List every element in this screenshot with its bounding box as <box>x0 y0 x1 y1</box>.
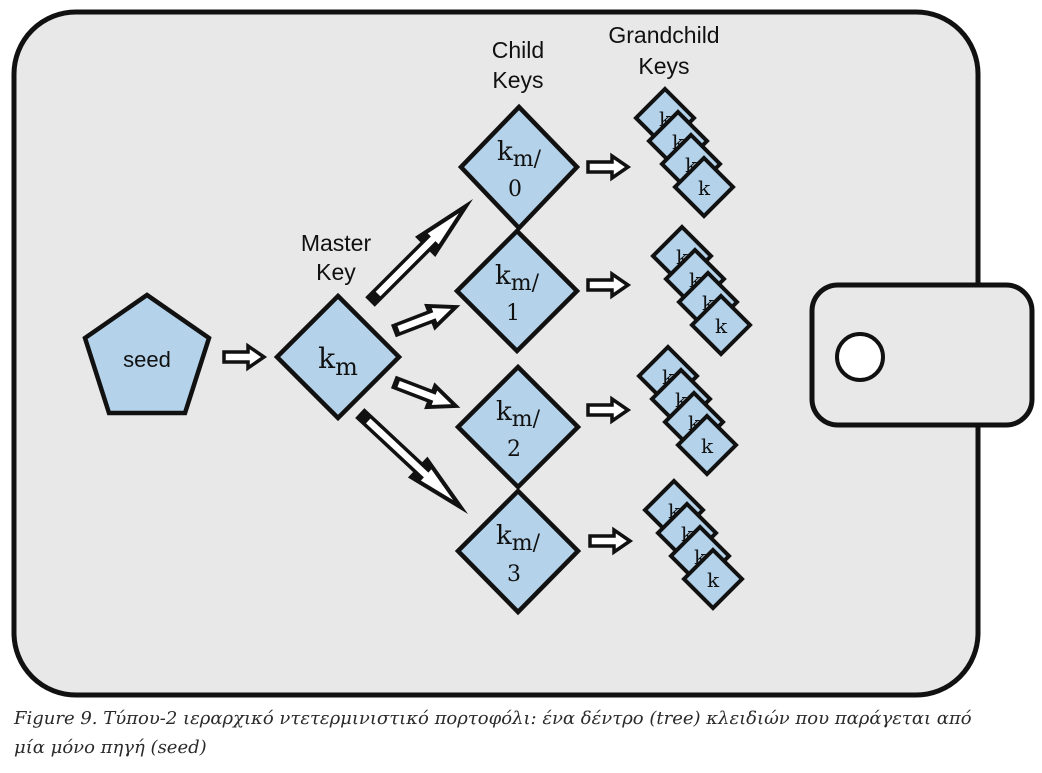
figure-caption-line1: Figure 9. Τύπου-2 ιεραρχικό ντετερμινιστ… <box>14 708 972 729</box>
child-key-1-text: km/ <box>495 261 540 296</box>
master-key-diamond <box>273 292 403 422</box>
grandchild-key-3-3: k <box>681 547 745 611</box>
child-keys-label-line2: Keys <box>492 67 543 93</box>
child-key-2-diamond <box>454 363 582 491</box>
grandchild-key-2-3: k <box>675 413 739 477</box>
child-key-0-diamond <box>457 103 581 232</box>
grandchild-key-diamond <box>681 547 745 611</box>
child-key-1-diamond <box>453 227 581 355</box>
figure-caption-line2: μία μόνο πηγή (seed) <box>14 737 207 758</box>
wallet-clasp <box>809 282 1035 428</box>
grandchild-key-diamond <box>675 413 739 477</box>
seed-pentagon <box>82 292 212 416</box>
master-key-text: km <box>318 342 358 381</box>
grandchild-key-diamond <box>689 293 753 357</box>
wallet-clasp-button <box>835 332 885 382</box>
grandchild-key-label: k <box>715 314 728 338</box>
child-key-3-text: km/ <box>496 521 541 556</box>
seed-label: seed <box>123 347 171 372</box>
child-key-1: km/ 1 <box>453 227 581 355</box>
child-key-0-text: km/ <box>497 137 542 172</box>
child-key-3-index: 3 <box>507 562 521 587</box>
grandchild-key-diamond <box>672 155 736 219</box>
child-keys-label-line1: Child <box>492 37 544 63</box>
child-key-3-diamond <box>454 487 582 616</box>
child-key-1-index: 1 <box>506 301 520 326</box>
master-key-label-line1: Master <box>301 230 372 256</box>
grandchild-keys-label-line1: Grandchild <box>608 22 719 48</box>
grandchild-keys-label-line2: Keys <box>638 53 689 79</box>
master-key-label-line2: Key <box>316 259 356 285</box>
grandchild-key-label: k <box>698 176 711 200</box>
hd-wallet-diagram: Master Key Child Keys Grandchild Keys se… <box>11 9 1035 698</box>
child-key-2: km/ 2 <box>454 363 582 491</box>
child-key-0: km/ 0 <box>457 103 581 232</box>
grandchild-key-label: k <box>707 568 720 592</box>
child-key-2-text: km/ <box>496 397 541 432</box>
grandchild-key-label: k <box>701 434 714 458</box>
grandchild-key-0-3: k <box>672 155 736 219</box>
grandchild-key-1-3: k <box>689 293 753 357</box>
figure-caption: Figure 9. Τύπου-2 ιεραρχικό ντετερμινιστ… <box>14 704 1024 762</box>
child-key-3: km/ 3 <box>454 487 582 616</box>
child-key-2-index: 2 <box>507 437 521 462</box>
child-key-0-index: 0 <box>508 177 522 202</box>
